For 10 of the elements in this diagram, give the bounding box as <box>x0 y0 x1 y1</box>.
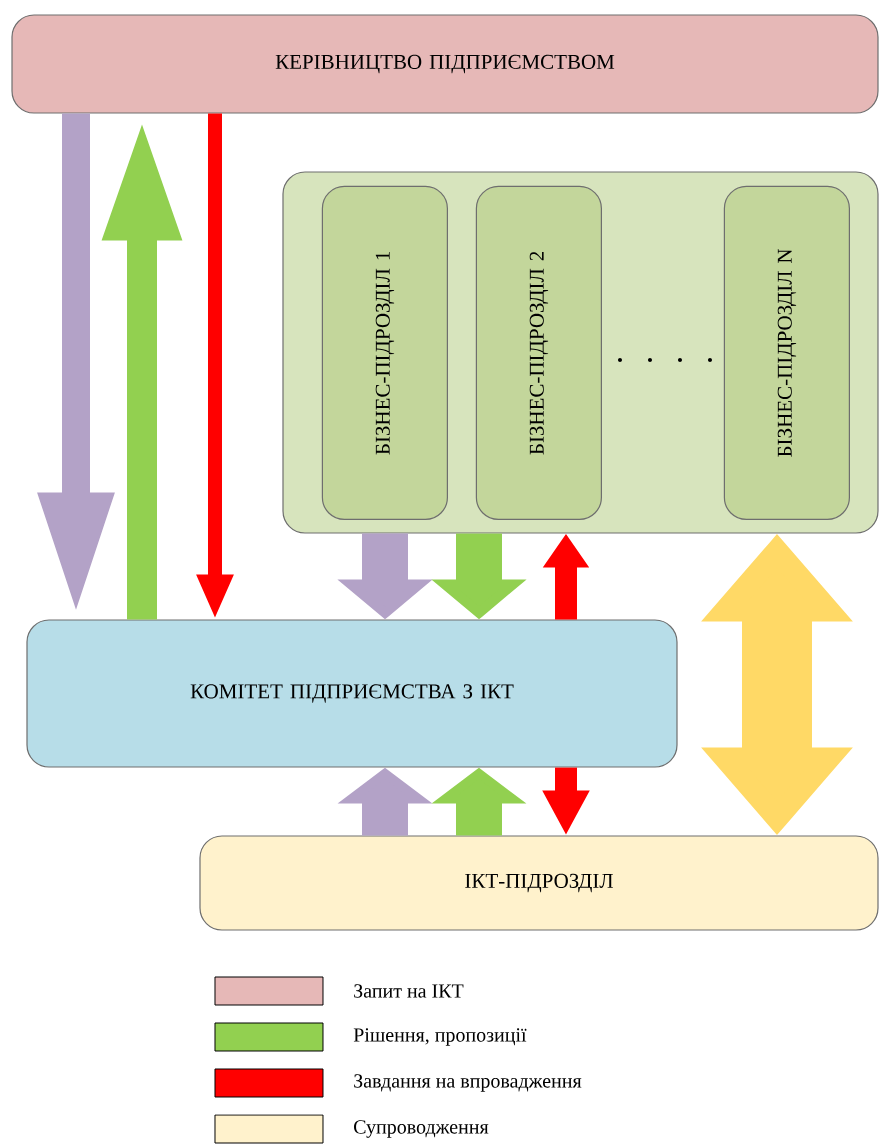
department-box: ІКТ-ПІДРОЗДІЛ <box>199 835 879 931</box>
committee-box: КОМІТЕТ ПІДПРИЄМСТВА З ІКТ <box>26 619 678 768</box>
legend-text: Рішення, пропозиції <box>353 1028 527 1046</box>
management-box: КЕРІВНИЦТВО ПІДПРИЄМСТВОМ <box>11 14 879 114</box>
legend-text: Запит на ІКТ <box>354 984 464 998</box>
legend-text: Супроводження <box>354 1120 489 1138</box>
legend-text: Завдання на впровадження <box>354 1074 582 1092</box>
unit-box: БІЗНЕС-ПІДРОЗДІЛ 2 <box>475 185 602 520</box>
unit-box: БІЗНЕС-ПІДРОЗДІЛ 1 <box>321 185 448 520</box>
unit-box: БІЗНЕС-ПІДРОЗДІЛ N <box>723 185 850 520</box>
